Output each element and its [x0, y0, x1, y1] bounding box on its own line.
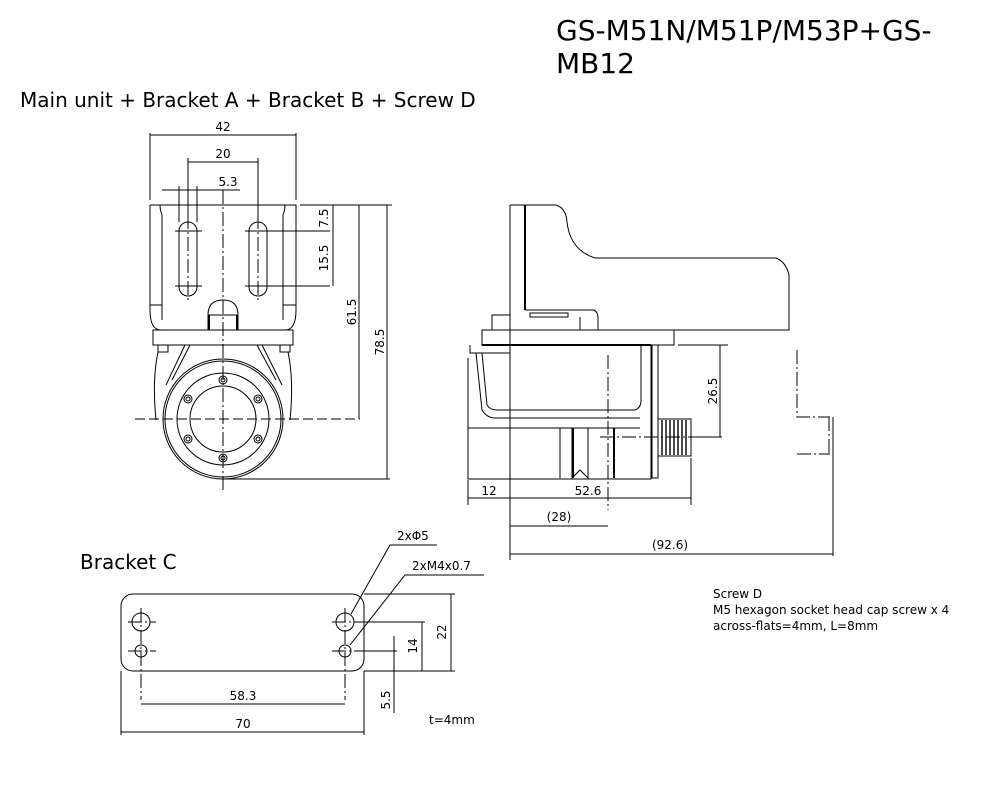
dim-slot-length: 15.5: [317, 245, 331, 272]
dim-length: 70: [235, 717, 250, 731]
dim-slot-pitch: 20: [215, 147, 230, 161]
dim-hole-vertical-pitch: 14: [406, 638, 420, 653]
callout-through-holes: 2xΦ5: [397, 529, 429, 543]
dim-flange-ref: (28): [547, 510, 572, 524]
dim-hole-pitch: 58.3: [230, 689, 257, 703]
bracket-c-outline: [120, 593, 365, 672]
dim-rear-offset: 12: [481, 484, 496, 498]
side-plate-bar: [481, 329, 675, 346]
drawing-title: GS-M51N/M51P/M53P+GS-MB12: [556, 14, 932, 80]
dim-width-overall: 42: [215, 120, 230, 134]
bracket-c-view: 2xΦ5 2xM4x0.7 58.3 70 22 14 5.5 t=4mm: [120, 529, 484, 735]
screw-note: Screw D M5 hexagon socket head cap screw…: [713, 586, 949, 634]
side-view: 26.5 12 52.6 (28) (92.6): [467, 204, 834, 560]
dim-slot-width: 5.3: [218, 175, 237, 189]
front-view: 42 20 5.3 7.5 15.5 61.5 78.5: [135, 120, 392, 490]
screw-note-line2: across-flats=4mm, L=8mm: [713, 619, 879, 633]
thickness-note: t=4mm: [429, 713, 475, 727]
dim-slot-top: 7.5: [317, 208, 331, 227]
callout-tapped-holes: 2xM4x0.7: [412, 559, 471, 573]
dim-overall-ref: (92.6): [652, 538, 688, 552]
bracket-c-label: Bracket C: [80, 550, 177, 574]
dim-bottom-offset: 5.5: [379, 690, 393, 709]
dim-height: 22: [435, 624, 449, 639]
bracket-b-outline: [510, 204, 790, 331]
dim-height-to-center: 61.5: [345, 299, 359, 326]
screw-note-title: Screw D: [713, 587, 763, 601]
dim-center-height: 26.5: [706, 378, 720, 405]
front-bracket-inner: [159, 204, 286, 320]
dim-height-overall: 78.5: [373, 329, 387, 356]
dim-body-length: 52.6: [575, 484, 602, 498]
screw-note-line1: M5 hexagon socket head cap screw x 4: [713, 603, 950, 617]
assembly-label: Main unit + Bracket A + Bracket B + Scre…: [20, 88, 476, 112]
